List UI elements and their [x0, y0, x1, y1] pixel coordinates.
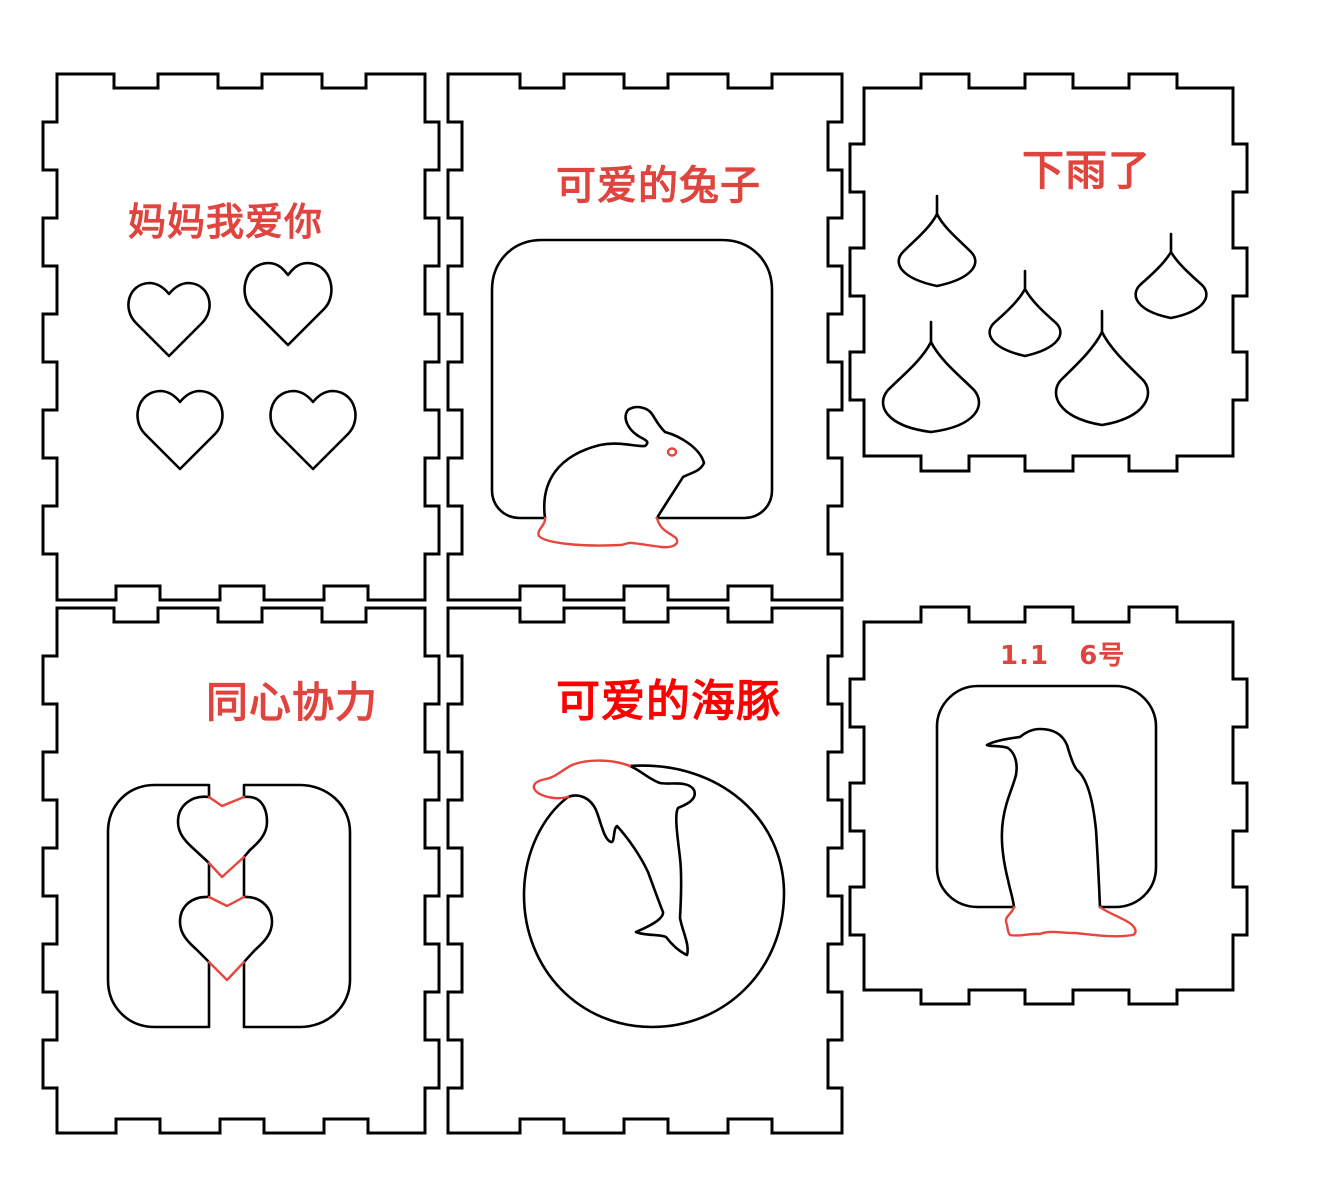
panel-raining	[848, 72, 1249, 473]
panel-outline	[41, 606, 441, 1135]
panel-outline	[848, 605, 1249, 1006]
heart-engrave-bottom	[207, 895, 246, 908]
raindrop-icon	[988, 269, 1062, 358]
split-window-left-outline	[106, 783, 211, 1029]
split-window-right-outline	[242, 783, 352, 1029]
panel-title-working-together: 同心协力	[206, 678, 379, 727]
heart-engrave-top-point	[207, 855, 246, 879]
heart-icon	[269, 389, 357, 471]
dolphin-icon	[566, 764, 697, 957]
heart-icon	[136, 389, 224, 471]
rounded-window-outline	[935, 684, 1158, 909]
panel-working-together	[41, 606, 441, 1135]
heart-icon	[242, 855, 274, 964]
panel-penguin	[848, 605, 1249, 1006]
rabbit-eye-icon	[666, 447, 678, 457]
raindrop-icon	[881, 320, 981, 434]
panel-cute-rabbit	[446, 72, 844, 602]
panel-mom-i-love-you	[41, 72, 441, 602]
circle-window-outline	[522, 764, 786, 1029]
raindrop-icon	[1134, 232, 1208, 320]
panel-outline	[446, 72, 844, 602]
heart-icon	[127, 281, 211, 358]
heart-icon	[176, 795, 211, 865]
rabbit-base-engrave	[537, 516, 679, 549]
panel-title-cute-dolphin: 可爱的海豚	[556, 676, 781, 727]
panel-outline	[41, 72, 441, 602]
heart-engrave-top	[207, 795, 246, 808]
raindrop-icon	[897, 194, 977, 288]
panel-outline	[848, 72, 1249, 473]
panel-title-raining: 下雨了	[1022, 146, 1152, 195]
rounded-window-outline	[490, 238, 774, 520]
panel-title-cute-rabbit: 可爱的兔子	[556, 163, 761, 209]
penguin-icon	[985, 727, 1102, 909]
panel-title-mom-i-love-you: 妈妈我爱你	[128, 200, 324, 244]
heart-icon	[243, 261, 333, 347]
heart-engrave-bottom-point	[207, 960, 246, 982]
rabbit-icon	[542, 405, 706, 520]
raindrop-icon	[1054, 309, 1150, 427]
heart-icon	[242, 795, 269, 859]
heart-icon	[178, 861, 211, 964]
penguin-base-engrave	[1004, 905, 1137, 938]
panel-outline	[446, 606, 844, 1135]
panel-title-number-label: 1.1 6号	[1000, 641, 1126, 671]
dolphin-nose-engrave	[532, 759, 632, 800]
panel-cute-dolphin	[446, 606, 844, 1135]
